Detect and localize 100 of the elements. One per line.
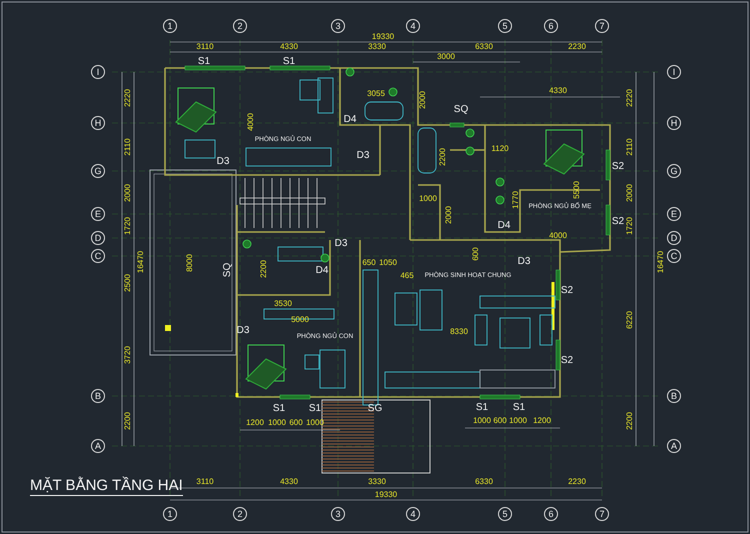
dimension-value: 1120 <box>491 145 509 153</box>
dimension-value: 3055 <box>367 90 385 98</box>
grid-axis-bubble: 5 <box>498 19 512 33</box>
dimension-value: 600 <box>289 419 303 427</box>
grid-axis-bubble: 3 <box>331 19 345 33</box>
grid-axis-bubble: 2 <box>233 507 247 521</box>
dimension-value: 1200 <box>246 419 264 427</box>
opening-tag: D3 <box>356 151 370 161</box>
dimension-value: 1200 <box>533 417 551 425</box>
grid-axis-bubble: G <box>667 164 681 178</box>
opening-tag: S2 <box>612 162 624 172</box>
opening-tag: D4 <box>344 115 356 125</box>
dimension-value: 3000 <box>437 53 455 61</box>
dimension-value: 1770 <box>512 191 520 209</box>
grid-axis-bubble: 6 <box>544 507 558 521</box>
grid-axis-bubble: I <box>91 65 105 79</box>
dimension-value: 3720 <box>124 346 132 364</box>
dimension-value: 2000 <box>626 184 634 202</box>
opening-tag: S1 <box>512 403 526 413</box>
grid-axis-bubble: B <box>91 389 105 403</box>
dimension-value: 4330 <box>549 87 567 95</box>
opening-tag: S1 <box>282 57 296 67</box>
dimension-value: 3330 <box>368 43 386 51</box>
grid-axis-bubble: 1 <box>163 507 177 521</box>
dimension-value: 2220 <box>124 89 132 107</box>
opening-tag: D4 <box>316 266 328 276</box>
dimension-value: 600 <box>472 247 480 261</box>
grid-axis-bubble: 2 <box>233 19 247 33</box>
grid-axis-bubble: E <box>667 207 681 221</box>
opening-tag: S1 <box>272 404 286 414</box>
grid-axis-bubble: 1 <box>163 19 177 33</box>
dimension-value: 1000 <box>473 417 491 425</box>
grid-axis-bubble: C <box>667 249 681 263</box>
dimension-value: 2500 <box>124 274 132 292</box>
opening-tag: S1 <box>198 57 210 67</box>
dimension-value: 19330 <box>372 33 394 41</box>
dimension-value: 2220 <box>626 89 634 107</box>
grid-axis-bubble: E <box>91 207 105 221</box>
dimension-value: 3530 <box>274 300 292 308</box>
grid-axis-bubble: A <box>667 439 681 453</box>
dimension-value: 4330 <box>280 43 298 51</box>
dimension-value: 2110 <box>626 138 634 156</box>
opening-tag: D3 <box>518 257 530 267</box>
dimension-value: 8330 <box>450 328 468 336</box>
dimension-value: 2230 <box>568 478 586 486</box>
drawing-title: MẶT BẰNG TẦNG HAI <box>30 478 183 496</box>
dimension-value: 4330 <box>280 478 298 486</box>
dimension-value: 650 <box>362 259 376 267</box>
dimension-value: 3110 <box>196 478 214 486</box>
grid-axis-bubble: H <box>667 116 681 130</box>
dimension-value: 16470 <box>657 250 665 274</box>
dimension-value: 6330 <box>475 478 493 486</box>
dimension-value: 2000 <box>419 91 427 109</box>
grid-axis-bubble: D <box>91 231 105 245</box>
dimension-value: 4000 <box>549 232 567 240</box>
dimension-value: 2110 <box>124 138 132 156</box>
opening-tag: S2 <box>612 217 624 227</box>
dimension-value: 5500 <box>573 181 581 199</box>
opening-tag: SQ <box>454 105 468 115</box>
opening-tag: S1 <box>476 403 488 413</box>
dimension-value: 2230 <box>568 43 586 51</box>
opening-tag: D3 <box>334 239 348 249</box>
opening-tag: D3 <box>236 326 250 336</box>
dimension-value: 16470 <box>137 250 145 274</box>
dimension-value: 8000 <box>186 254 194 272</box>
grid-axis-bubble: G <box>91 164 105 178</box>
dimension-value: 19330 <box>374 491 398 499</box>
dimension-value: 1000 <box>509 417 527 425</box>
opening-tag: SQ <box>223 262 233 278</box>
opening-tag: S1 <box>308 404 322 414</box>
opening-tag: D3 <box>216 157 230 167</box>
dimension-value: 2000 <box>445 206 453 224</box>
dimension-value: 3330 <box>368 478 386 486</box>
dimension-value: 1720 <box>124 217 132 235</box>
grid-axis-bubble: 3 <box>331 507 345 521</box>
grid-axis-bubble: 5 <box>498 507 512 521</box>
dimension-value: 4000 <box>247 113 255 131</box>
grid-axis-bubble: A <box>91 439 105 453</box>
grid-axis-bubble: 4 <box>406 19 420 33</box>
dimension-value: 1000 <box>268 419 286 427</box>
dimension-value: 465 <box>400 272 414 280</box>
dimension-value: 2200 <box>260 260 268 278</box>
opening-tag: S2 <box>560 286 574 296</box>
dimension-value: 6330 <box>475 43 493 51</box>
opening-tag: SG <box>368 404 382 414</box>
grid-axis-bubble: B <box>667 389 681 403</box>
grid-axis-bubble: 4 <box>406 507 420 521</box>
grid-axis-bubble: I <box>667 65 681 79</box>
opening-tag: S2 <box>560 356 574 366</box>
grid-axis-bubble: C <box>91 249 105 263</box>
dimension-value: 6220 <box>626 311 634 329</box>
grid-axis-bubble: H <box>91 116 105 130</box>
dimension-value: 3110 <box>196 43 214 51</box>
dimension-value: 1720 <box>626 217 634 235</box>
dimension-value: 600 <box>493 417 507 425</box>
grid-axis-bubble: 6 <box>544 19 558 33</box>
opening-tag: D4 <box>498 221 510 231</box>
grid-axis-bubble: 7 <box>595 19 609 33</box>
dimension-value: 2200 <box>124 412 132 430</box>
dimension-value: 1000 <box>419 195 437 203</box>
